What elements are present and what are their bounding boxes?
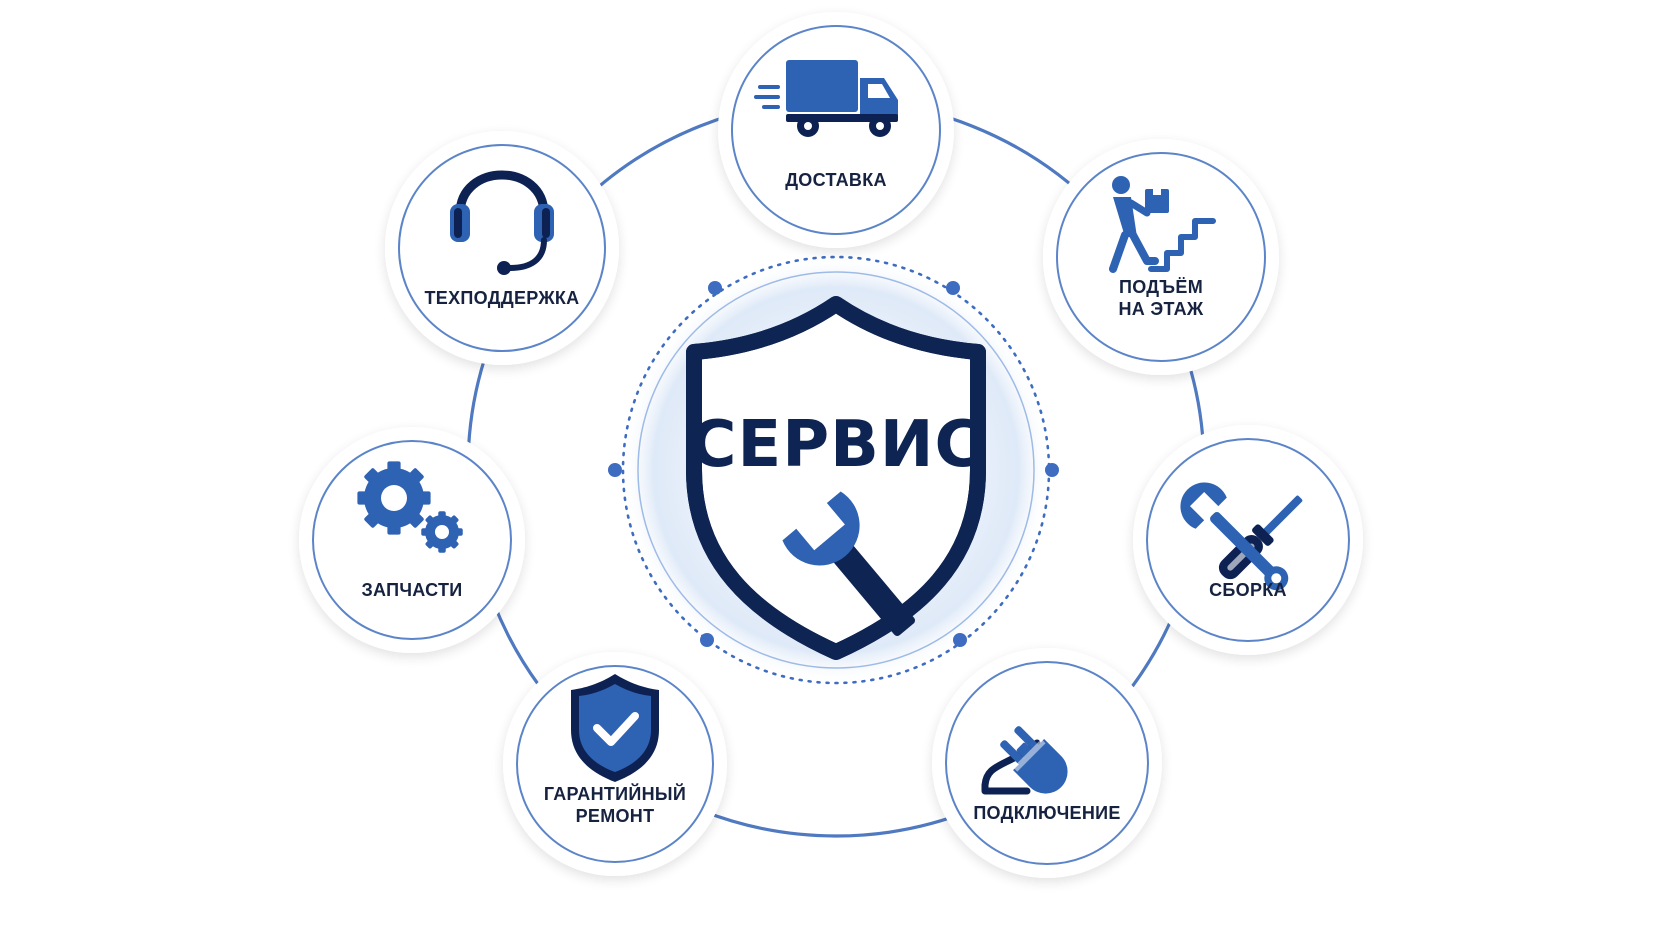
center-title: СЕРВИС xyxy=(690,408,983,482)
shield-check-icon xyxy=(571,674,659,782)
service-label-support: ТЕХПОДДЕРЖКА xyxy=(425,288,580,308)
node-circle xyxy=(312,440,512,640)
person-carrying-box-stairs-icon xyxy=(1109,176,1216,273)
service-label-line: ПОДКЛЮЧЕНИЕ xyxy=(973,803,1120,823)
service-label-line: ПОДЪЁМ xyxy=(1119,277,1203,297)
service-label-line: ЗАПЧАСТИ xyxy=(361,580,462,600)
service-label-line: ТЕХПОДДЕРЖКА xyxy=(425,288,580,308)
truck-icon xyxy=(754,60,898,137)
node-circle xyxy=(398,144,606,352)
screwdriver-wrench-icon xyxy=(1180,482,1303,591)
service-node-support: ТЕХПОДДЕРЖКА xyxy=(385,131,619,365)
service-label-line: НА ЭТАЖ xyxy=(1118,299,1203,319)
service-label-line: ГАРАНТИЙНЫЙ xyxy=(544,783,686,804)
service-label-delivery: ДОСТАВКА xyxy=(785,170,887,190)
shield-wrench-icon: СЕРВИС xyxy=(686,296,986,660)
headset-icon xyxy=(450,170,554,275)
service-label-assembly: СБОРКА xyxy=(1209,580,1287,600)
service-label-line: РЕМОНТ xyxy=(576,806,655,826)
orbit-dots xyxy=(608,281,1059,647)
node-circle xyxy=(1056,152,1266,362)
plug-icon xyxy=(981,726,1068,795)
service-node-assembly: СБОРКА xyxy=(1133,425,1363,655)
service-label-connection: ПОДКЛЮЧЕНИЕ xyxy=(973,803,1120,823)
service-node-delivery: ДОСТАВКА xyxy=(718,12,954,248)
service-label-line: СБОРКА xyxy=(1209,580,1287,600)
node-circle xyxy=(731,25,941,235)
service-node-connection: ПОДКЛЮЧЕНИЕ xyxy=(932,648,1162,878)
service-node-parts: ЗАПЧАСТИ xyxy=(299,427,525,653)
service-label-line: ДОСТАВКА xyxy=(785,170,887,190)
service-label-parts: ЗАПЧАСТИ xyxy=(361,580,462,600)
gears-icon xyxy=(357,461,463,553)
